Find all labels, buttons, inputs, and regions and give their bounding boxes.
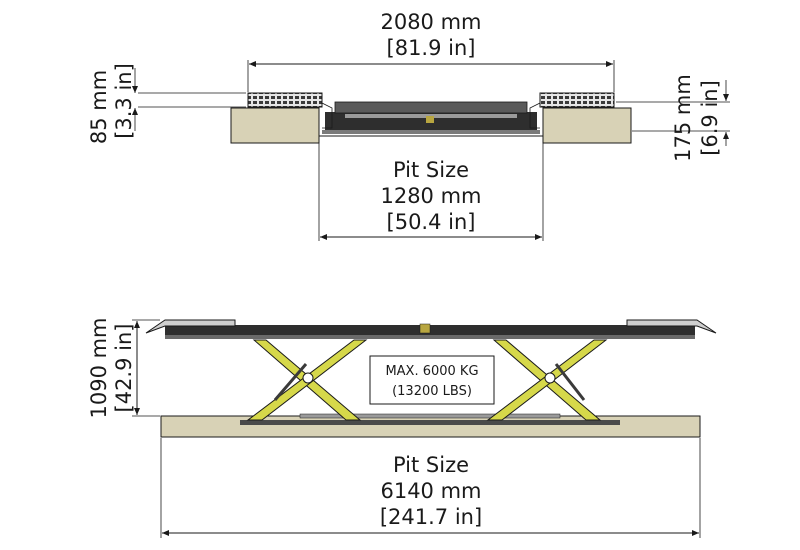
pit-size-label-top: Pit Size	[393, 158, 469, 182]
pit-size-label-side: Pit Size	[393, 453, 469, 477]
pit-outline	[318, 108, 544, 137]
left-height-mm-label: 85 mm	[87, 70, 111, 144]
capacity-box	[369, 355, 495, 405]
pit-width-mm-label: 1280 mm	[380, 184, 481, 208]
right-height-mm-label: 175 mm	[671, 74, 695, 162]
ramp-plate-left	[247, 92, 323, 108]
scissor-arms-left	[246, 339, 368, 421]
scissor-arms-right	[486, 339, 608, 421]
right-height-in-label: [6.9 in]	[698, 80, 722, 156]
height-mm-label: 1090 mm	[87, 317, 111, 418]
side-view: MAX. 6000 KG (13200 LBS) 1090 mm [42.9 i…	[87, 317, 717, 538]
floor-slab-left	[230, 107, 320, 144]
capacity-lbs-label: (13200 LBS)	[392, 384, 472, 399]
pit-length-mm-label: 6140 mm	[380, 479, 481, 503]
top-view: 2080 mm [81.9 in] 85 mm [3.3 in] 175 mm …	[87, 10, 730, 241]
floor-slab-right	[542, 107, 632, 144]
height-in-label: [42.9 in]	[112, 324, 136, 413]
ramp-right	[626, 319, 717, 334]
pit-width-in-label: [50.4 in]	[387, 210, 476, 234]
pit-length-in-label: [241.7 in]	[380, 505, 482, 529]
width-mm-label: 2080 mm	[380, 10, 481, 34]
width-in-label: [81.9 in]	[387, 36, 476, 60]
ramp-plate-right	[539, 92, 615, 108]
floor-slab-side	[160, 415, 701, 438]
left-height-in-label: [3.3 in]	[112, 63, 136, 139]
ramp-left	[145, 319, 236, 334]
capacity-kg-label: MAX. 6000 KG	[385, 364, 478, 379]
